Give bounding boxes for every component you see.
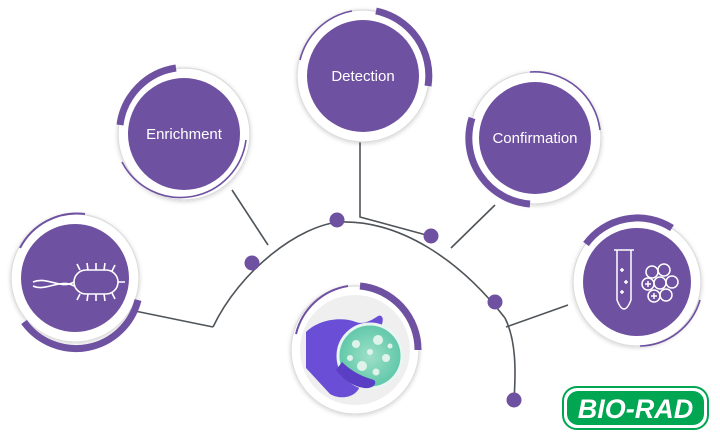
- node-enrichment: Enrichment: [116, 64, 251, 201]
- gloved-hand-petri-dish-icon: [306, 315, 404, 398]
- connector-detection: [359, 137, 431, 237]
- connector-dot: [244, 255, 260, 271]
- node-detection: Detection: [296, 7, 433, 143]
- bio-rad-logo: BIO-RAD: [562, 386, 709, 430]
- node-identification: [572, 214, 702, 347]
- connector-enrichment: [231, 189, 269, 246]
- node-label-confirmation: Confirmation: [492, 130, 577, 147]
- connector-identification: [505, 304, 569, 328]
- connector-sample: [129, 309, 214, 328]
- connector-arc-tail: [504, 317, 516, 401]
- connector-dot: [423, 228, 439, 244]
- connector-dot: [487, 294, 503, 310]
- connector-dot: [506, 392, 522, 408]
- connector-confirmation: [450, 204, 496, 249]
- connector-dot: [329, 212, 345, 228]
- node-confirmation: Confirmation: [465, 71, 602, 208]
- test-tube-beads-icon: [614, 249, 679, 310]
- bacterium-icon: [32, 262, 125, 302]
- node-label-enrichment: Enrichment: [146, 126, 223, 143]
- node-sample: [10, 212, 142, 353]
- connector-dots: [244, 212, 522, 408]
- node-label-detection: Detection: [331, 68, 394, 85]
- logo-text: BIO-RAD: [578, 394, 694, 424]
- node-culture: [290, 282, 422, 415]
